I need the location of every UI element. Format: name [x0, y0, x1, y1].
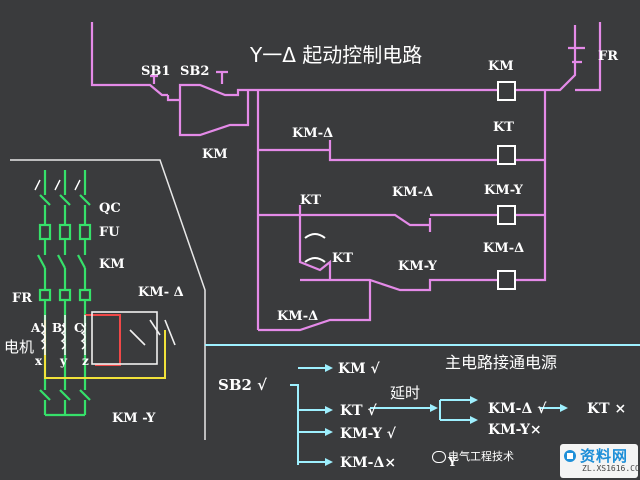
label-km-contact: KM — [202, 147, 228, 162]
kt-nc — [258, 205, 302, 245]
sb2-contact — [178, 83, 248, 100]
star-point — [43, 400, 87, 417]
label-km-delta-bottom: KM-Δ — [277, 309, 318, 324]
sb2-button-head — [216, 70, 228, 84]
label-fu: FU — [99, 225, 120, 240]
seq-kt-off: KT × — [587, 401, 626, 417]
fr-contact-mark — [568, 46, 585, 64]
km-delta-nc — [258, 140, 345, 162]
qc-out — [43, 205, 87, 225]
label-km-y-interlock: KM-Y — [398, 259, 438, 274]
wechat-icon — [432, 451, 446, 463]
label-qc: QC — [99, 201, 121, 216]
km-delta-coil — [497, 270, 516, 290]
km-main-contacts — [37, 254, 86, 269]
kt-coil — [497, 145, 516, 165]
label-sb2: SB2 — [180, 64, 209, 79]
motor-windings — [40, 324, 86, 350]
site-watermark: 资料网 ZL.XS1616.COM — [560, 444, 640, 478]
seq-km-delta-on: KM-Δ √ — [488, 401, 547, 417]
main-circuit — [10, 159, 206, 440]
fu-2 — [58, 223, 72, 241]
fr-wire — [515, 25, 577, 92]
km-delta-main-contacts — [129, 319, 176, 346]
label-z: z — [82, 354, 89, 368]
label-km-y-main: KM -Y — [112, 411, 156, 426]
seq-km-on: KM √ — [338, 361, 381, 377]
delta-box — [91, 311, 158, 365]
sb2-trunk — [290, 384, 299, 465]
channel-watermark: 电气工程技术 — [432, 448, 514, 464]
delay-branches — [370, 399, 560, 421]
km-out — [43, 268, 87, 290]
sequence-arrows — [205, 344, 640, 465]
seq-delay: 延时 — [390, 384, 420, 402]
label-km-coil: KM — [488, 59, 514, 74]
label-sb1: SB1 — [141, 64, 170, 79]
stray-y: Y — [447, 455, 457, 469]
seq-kt-on: KT √ — [340, 403, 377, 419]
fr-out — [43, 300, 87, 310]
label-y: y — [59, 354, 68, 368]
seq-km-y-off: KM-Y× — [488, 422, 542, 438]
supply-lines — [43, 170, 87, 195]
qc-handles — [34, 179, 81, 191]
diagram-title: Y一Δ 起动控制电路 — [249, 43, 422, 67]
control-circuit — [90, 22, 602, 332]
site-name: 资料网 — [580, 447, 629, 465]
right-rail-wire — [575, 22, 602, 92]
red-wire-c — [85, 314, 121, 366]
left-rail-wire — [90, 22, 145, 87]
fu-1 — [38, 223, 52, 241]
label-km-delta-coil: KM-Δ — [483, 241, 524, 256]
kmy-interlock-wire — [300, 213, 430, 227]
km-y-coil — [497, 205, 516, 225]
label-kt-contact2: KT — [332, 251, 353, 266]
right-bus — [515, 90, 547, 282]
seq-km-delta-off: KM-Δ× — [340, 455, 396, 471]
label-kt-contact: KT — [300, 193, 321, 208]
site-url: ZL.XS1616.COM — [582, 464, 640, 473]
km-delta-seal-bottom — [258, 280, 372, 332]
label-km-delta-main: KM- Δ — [138, 285, 184, 300]
label-km-y-coil: KM-Y — [484, 183, 524, 198]
label-c: C' — [74, 321, 87, 335]
fu-3 — [78, 223, 92, 241]
label-motor: 电机 — [4, 338, 34, 356]
label-km-main: KM — [99, 257, 125, 272]
channel-name: 电气工程技术 — [448, 450, 514, 463]
seq-main-on: 主电路接通电源 — [445, 353, 557, 372]
label-a: A' — [30, 321, 44, 335]
sb1-contact — [145, 83, 168, 97]
label-b: B' — [52, 321, 66, 335]
qc-switch — [39, 194, 91, 206]
kt-no-timed — [298, 245, 332, 280]
seq-sb2: SB2 √ — [218, 376, 267, 394]
label-km-delta-seal: KM-Δ — [292, 126, 333, 141]
sb1-button-head — [150, 74, 158, 84]
panel-outline — [10, 159, 206, 440]
site-logo-icon — [564, 450, 576, 462]
label-fr: FR — [598, 49, 618, 64]
km-delta-coil-wire — [300, 278, 498, 292]
label-kt-coil: KT — [493, 120, 514, 135]
fu-out — [43, 239, 87, 255]
timed-contact-arcs — [304, 233, 326, 263]
km-coil — [497, 81, 516, 101]
label-x: x — [35, 354, 43, 368]
km-seal-branch — [178, 90, 250, 137]
km-y-contacts — [39, 389, 91, 401]
label-fr-main: FR — [12, 291, 32, 306]
fr-heater — [38, 288, 92, 302]
label-km-delta-interlock: KM-Δ — [392, 185, 433, 200]
sb2-branches — [298, 367, 325, 463]
seq-km-y-on: KM-Y √ — [340, 426, 397, 442]
sb1-wire — [166, 95, 180, 102]
arrow-heads — [325, 364, 568, 466]
